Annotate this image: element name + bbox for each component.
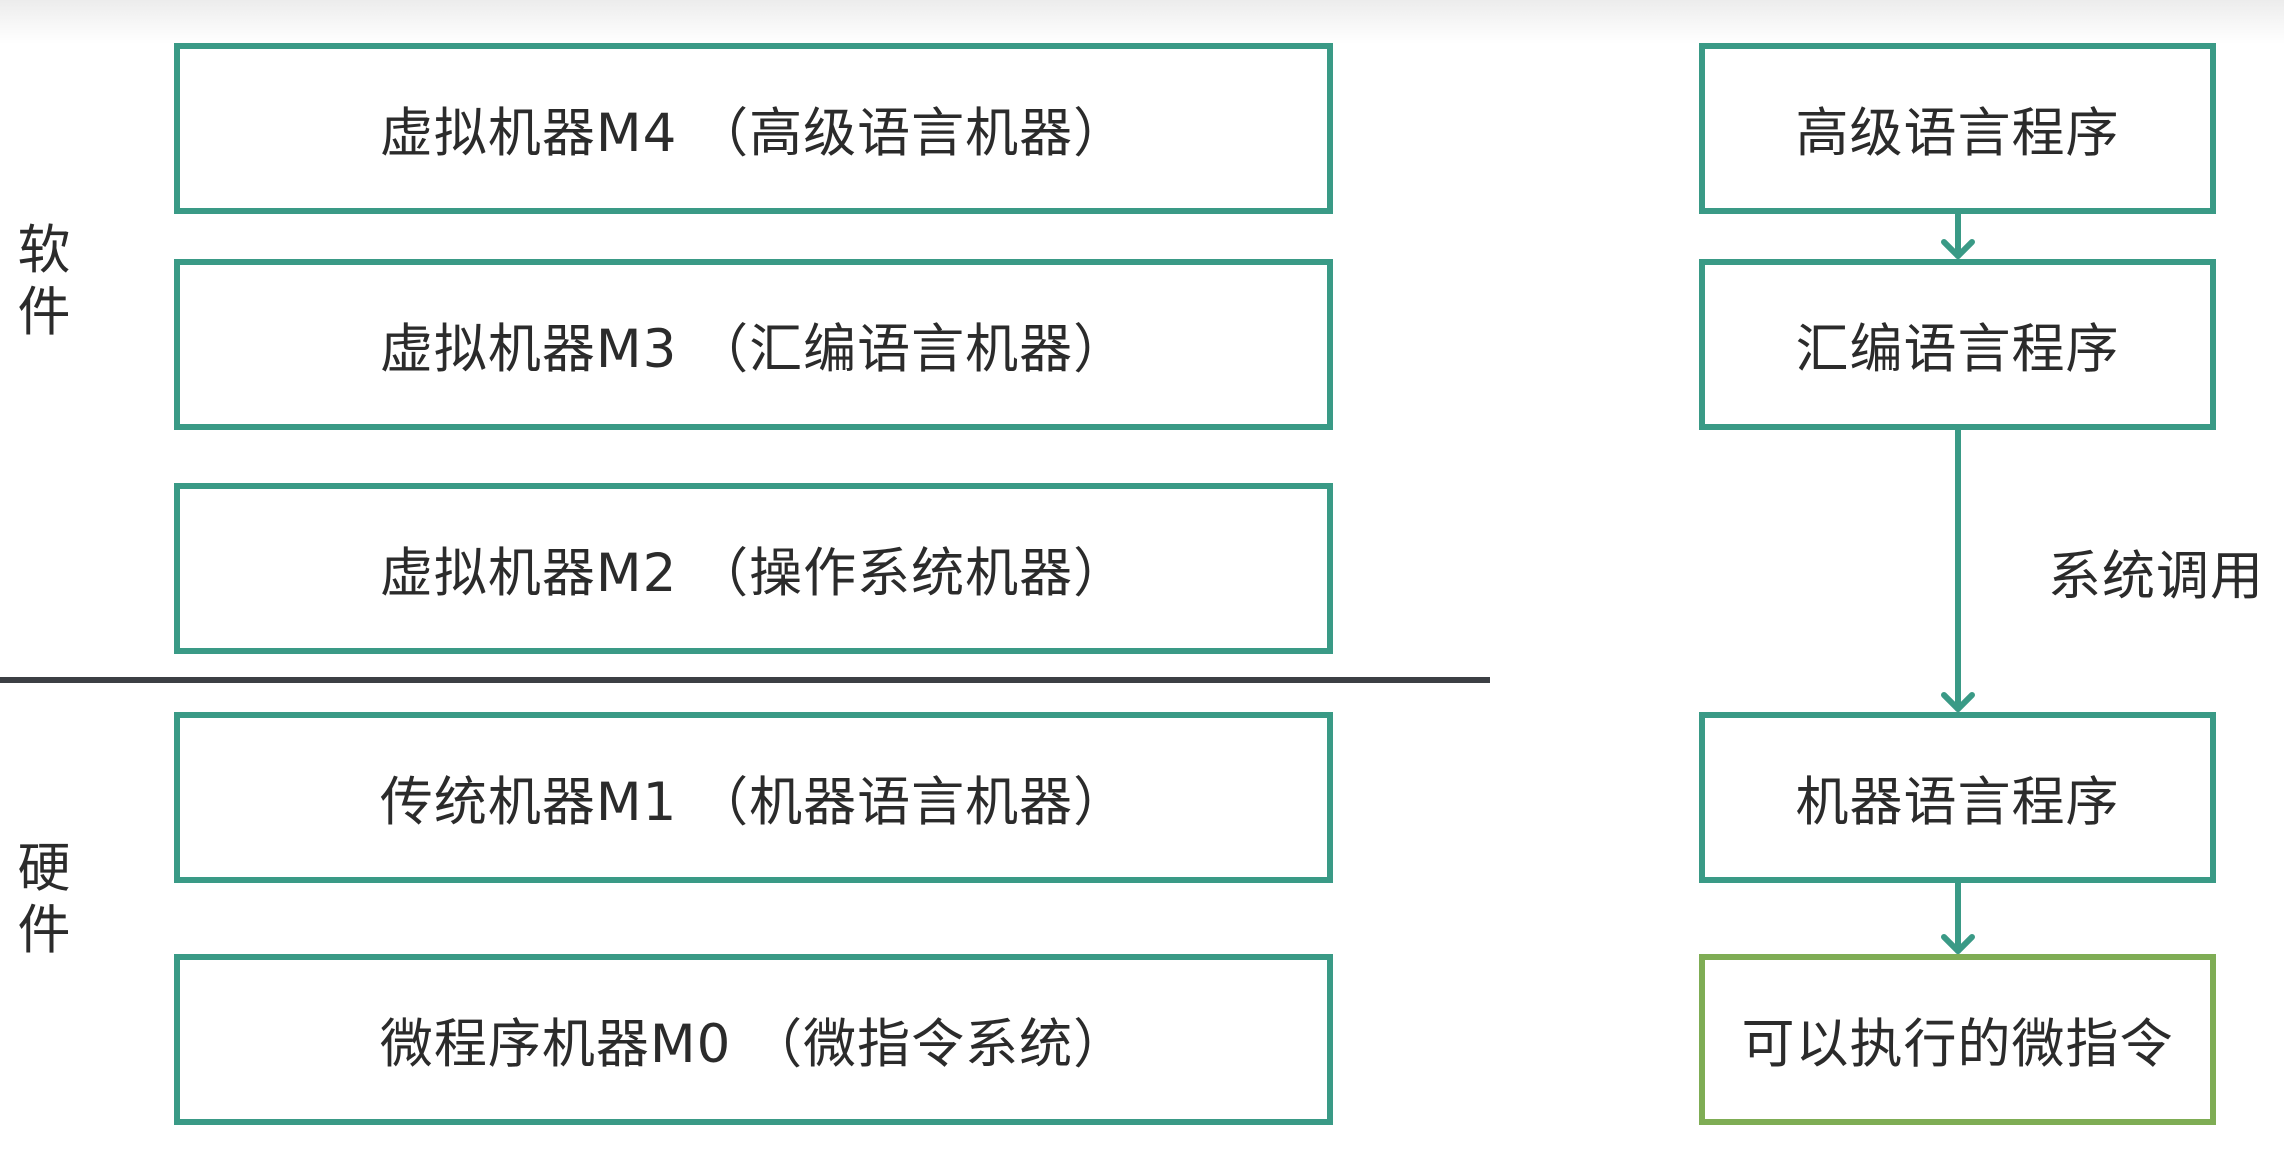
hardware-label: 硬 件: [14, 838, 74, 962]
layer-m2-label: 虚拟机器M2 （操作系统机器）: [379, 542, 1128, 604]
layer-m0-box: 微程序机器M0 （微指令系统）: [174, 954, 1333, 1125]
hardware-label-char-2: 件: [17, 900, 71, 961]
layer-m4-label: 虚拟机器M4 （高级语言机器）: [379, 102, 1128, 164]
layer-m1-box: 传统机器M1 （机器语言机器）: [174, 712, 1333, 883]
layer-m3-label: 虚拟机器M3 （汇编语言机器）: [379, 318, 1128, 380]
top-shading: [0, 0, 2284, 44]
flow-node-microinstructions-label: 可以执行的微指令: [1741, 1013, 2174, 1075]
software-label-char-2: 件: [17, 282, 71, 343]
software-hardware-divider: [0, 677, 1490, 683]
flow-node-microinstructions: 可以执行的微指令: [1699, 954, 2216, 1125]
layer-m0-label: 微程序机器M0 （微指令系统）: [379, 1013, 1128, 1075]
flow-node-high-level: 高级语言程序: [1699, 43, 2216, 214]
software-label: 软 件: [14, 220, 74, 344]
layer-m1-label: 传统机器M1 （机器语言机器）: [379, 771, 1128, 833]
arrow-asm-to-machine-head: [1941, 692, 1975, 712]
flow-node-assembly-label: 汇编语言程序: [1795, 318, 2120, 380]
flow-node-assembly: 汇编语言程序: [1699, 259, 2216, 430]
hardware-label-char-1: 硬: [17, 838, 71, 899]
software-label-char-1: 软: [17, 220, 71, 281]
arrow-high-to-asm-head: [1941, 239, 1975, 259]
flow-node-machine: 机器语言程序: [1699, 712, 2216, 883]
layer-m3-box: 虚拟机器M3 （汇编语言机器）: [174, 259, 1333, 430]
system-call-label: 系统调用: [2048, 546, 2264, 607]
layer-m2-box: 虚拟机器M2 （操作系统机器）: [174, 483, 1333, 654]
flow-node-high-level-label: 高级语言程序: [1795, 102, 2120, 164]
arrow-machine-to-micro-head: [1941, 934, 1975, 954]
layer-m4-box: 虚拟机器M4 （高级语言机器）: [174, 43, 1333, 214]
flow-node-machine-label: 机器语言程序: [1795, 771, 2120, 833]
